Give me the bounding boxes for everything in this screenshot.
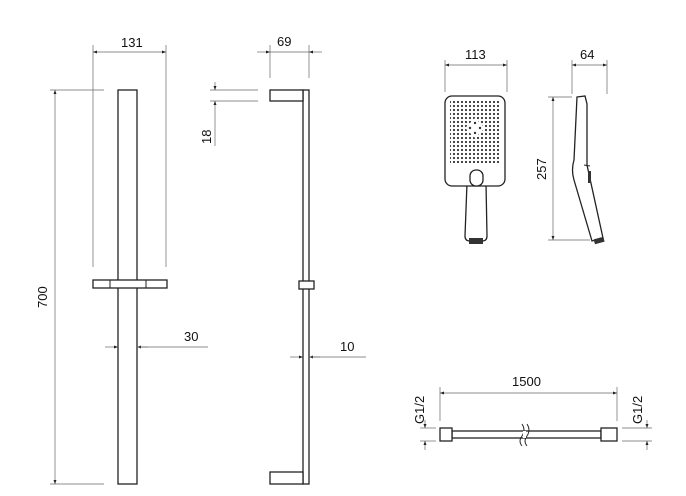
bottom-bracket — [269, 471, 304, 485]
dimension-700: 700 — [35, 89, 104, 485]
dimension-g12-left: G1/2 — [412, 396, 436, 450]
dimension-label: 18 — [199, 130, 214, 144]
dimension-131: 131 — [92, 35, 167, 267]
slider — [298, 280, 315, 290]
dimension-label: 30 — [184, 329, 198, 344]
shower-hose — [439, 423, 618, 447]
dimension-257: 257 — [534, 96, 590, 241]
dimension-69: 69 — [257, 34, 322, 78]
hand-shower-side-view — [571, 95, 605, 245]
dimension-30: 30 — [105, 329, 208, 349]
dimension-113: 113 — [444, 47, 508, 92]
dimension-label: 131 — [121, 35, 143, 50]
dimension-label: 257 — [534, 158, 549, 180]
dimension-label: 69 — [277, 34, 291, 49]
dimension-64: 64 — [571, 47, 608, 94]
dimension-label: 113 — [465, 47, 486, 62]
dimension-10: 10 — [290, 339, 366, 359]
shower-bar-side-view — [269, 89, 315, 485]
hand-shower-front-view — [444, 95, 506, 244]
left-nut — [439, 427, 453, 442]
dimension-label: 10 — [340, 339, 354, 354]
dimension-label: G1/2 — [630, 396, 645, 424]
shower-bar-front-view — [92, 89, 168, 485]
dimension-18: 18 — [199, 82, 258, 146]
right-nut — [600, 427, 618, 442]
top-bracket — [269, 89, 304, 102]
dimension-label: 700 — [35, 286, 50, 308]
slider — [92, 279, 168, 289]
dimension-1500: 1500 — [439, 374, 618, 421]
dimension-label: G1/2 — [412, 396, 427, 424]
dimension-label: 1500 — [512, 374, 541, 389]
dimension-g12-right: G1/2 — [622, 396, 652, 450]
dimension-label: 64 — [580, 47, 594, 62]
